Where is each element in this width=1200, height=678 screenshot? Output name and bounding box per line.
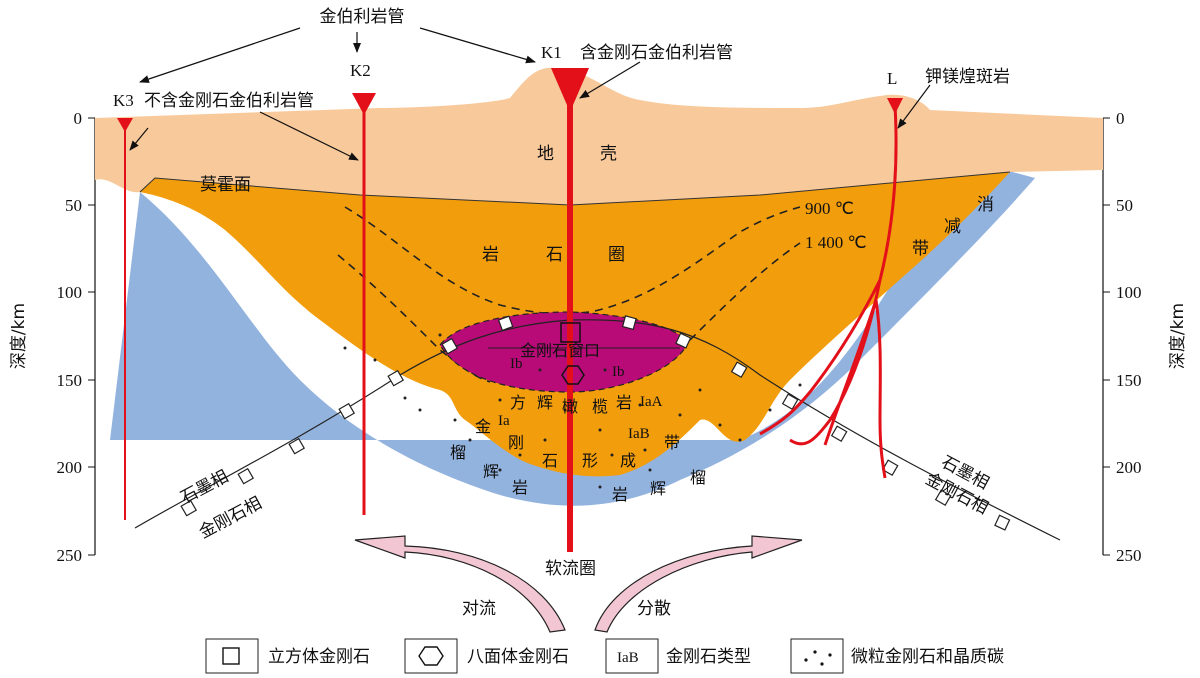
legend-octahedron-icon — [418, 646, 444, 666]
legend-octahedron-label: 八面体金刚石 — [467, 647, 569, 667]
isotherm-900 — [344, 206, 801, 315]
pipe-k1 — [551, 68, 589, 552]
left-tick-200: 200 — [57, 458, 83, 477]
type-iab: IaB — [628, 426, 650, 442]
crust-label-b: 壳 — [600, 144, 617, 164]
left-tick-100: 100 — [57, 283, 83, 302]
diamond-window-label: 金刚石窗口 — [520, 341, 600, 360]
boundary-diamond-markers — [180, 315, 1011, 531]
right-tick-0: 0 — [1116, 109, 1125, 128]
garnet-1: 榴 — [450, 443, 466, 462]
harzburgite-3: 橄 — [562, 397, 578, 416]
formation-5: 成 — [620, 451, 636, 470]
lithosphere-label-c: 圈 — [608, 245, 625, 265]
harzburgite-1: 方 — [510, 393, 526, 412]
k3-desc: 不含金刚石金伯利岩管 — [144, 91, 314, 111]
legend-dots-icon — [804, 650, 832, 666]
diamond-left-label: 金刚石相 — [196, 493, 265, 543]
right-tick-50: 50 — [1116, 196, 1133, 215]
asthenosphere-label: 软流圈 — [545, 559, 596, 579]
pipe-k3 — [117, 118, 133, 520]
k3-label: K3 — [113, 91, 134, 110]
garnet-3: 岩 — [512, 478, 528, 497]
left-tick-150: 150 — [57, 371, 83, 390]
k2-label: K2 — [350, 61, 371, 80]
l-label: L — [887, 69, 897, 88]
isotherm-1400 — [337, 242, 801, 383]
garnet-6: 榴 — [690, 468, 706, 487]
cube-diamond-marker — [560, 322, 581, 343]
garnet-5: 辉 — [650, 479, 666, 498]
convection-label: 对流 — [462, 599, 496, 619]
micro-diamond-dots — [343, 333, 802, 489]
convection-arrows — [354, 535, 803, 633]
lithosphere-label-a: 岩 — [482, 245, 499, 265]
moho-line — [139, 171, 1011, 206]
depletion-label-2: 减 — [944, 217, 961, 237]
type-ib-right: Ib — [612, 364, 625, 380]
kimberlite-pipe-label: 金伯利岩管 — [320, 7, 405, 27]
isotherm-900-label: 900 ℃ — [805, 199, 854, 218]
k1-desc: 含金刚石金伯利岩管 — [580, 43, 733, 63]
left-tick-0: 0 — [74, 109, 83, 128]
lithosphere-label-b: 石 — [546, 245, 563, 265]
legend: 立方体金刚石 八面体金刚石 IaB 金刚石类型 微粒金刚石和晶质碳 — [205, 638, 1004, 674]
legend-micro-label: 微粒金刚石和晶质碳 — [851, 647, 1004, 667]
depletion-label-3: 带 — [912, 239, 929, 259]
garnet-4: 岩 — [612, 485, 628, 504]
legend-cube-icon — [222, 647, 240, 665]
formation-2: 刚 — [508, 433, 524, 452]
formation-6: 带 — [664, 433, 680, 452]
octahedron-diamond-marker — [561, 365, 585, 385]
right-tick-150: 150 — [1116, 371, 1142, 390]
formation-1: 金 — [475, 417, 491, 436]
harzburgite-5: 岩 — [616, 393, 632, 412]
crust-zone — [95, 67, 1103, 205]
legend-type-label: 金刚石类型 — [666, 647, 751, 667]
k1-label: K1 — [541, 43, 562, 62]
harzburgite-2: 辉 — [537, 393, 553, 412]
pipe-k2 — [352, 93, 376, 515]
type-ia: Ia — [498, 413, 510, 429]
depletion-label-1: 消 — [977, 195, 994, 215]
left-depth-axis: 0 50 100 150 200 250 深度/km — [9, 109, 96, 565]
right-axis-label: 深度/km — [1168, 303, 1188, 369]
left-axis-label: 深度/km — [9, 303, 29, 369]
right-tick-100: 100 — [1116, 283, 1142, 302]
depletion-zone — [110, 170, 1035, 506]
right-depth-axis: 0 50 100 150 200 250 深度/km — [1102, 109, 1188, 565]
formation-3: 石 — [542, 451, 558, 470]
legend-cube-label: 立方体金刚石 — [268, 647, 370, 667]
isotherm-1400-label: 1 400 ℃ — [805, 233, 867, 252]
left-tick-50: 50 — [65, 196, 82, 215]
type-ib-left: Ib — [510, 356, 523, 372]
l-desc: 钾镁煌斑岩 — [925, 67, 1010, 87]
dispersion-label: 分散 — [637, 599, 671, 619]
crust-label-a: 地 — [537, 144, 554, 164]
right-tick-250: 250 — [1116, 546, 1142, 565]
formation-4: 形 — [582, 451, 598, 470]
type-iaa: IaA — [640, 394, 663, 410]
moho-label: 莫霍面 — [200, 175, 251, 195]
right-tick-200: 200 — [1116, 458, 1142, 477]
pipe-l — [759, 98, 903, 479]
top-annotation-arrows — [129, 27, 931, 161]
graphite-left-label: 石墨相 — [177, 467, 231, 509]
legend-type-code: IaB — [617, 650, 639, 666]
left-tick-250: 250 — [57, 546, 83, 565]
harzburgite-4: 榄 — [592, 397, 608, 416]
garnet-2: 辉 — [483, 462, 499, 481]
